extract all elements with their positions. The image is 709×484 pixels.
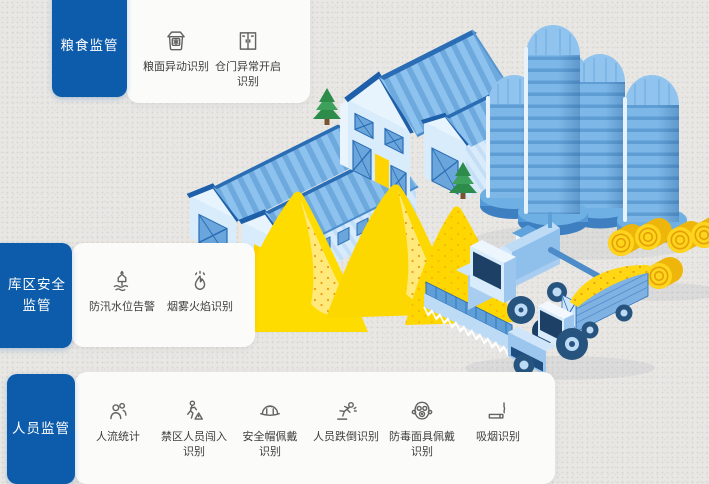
pine-tree [449,162,477,199]
feature-people-flow[interactable]: 人流统计 [80,398,156,445]
feature-restricted-intrusion[interactable]: 禁区人员闯入 识别 [156,398,232,461]
combine-harvester [423,212,619,357]
feature-helmet-wearing[interactable]: 安全帽佩戴 识别 [232,398,308,461]
feature-label: 防毒面具佩戴 识别 [389,431,455,459]
card-personnel-monitoring: 人流统计 禁区人员闯入 识别 安全帽佩戴 识别 [75,372,555,484]
feature-smoke-flame[interactable]: 烟雾火焰识别 [164,268,236,315]
hay-bales [608,217,709,289]
person-fall-icon [337,401,357,420]
card-grain-monitoring: 粮面异动识别 仓门异常开启 识别 [127,0,310,103]
tab-personnel-monitoring[interactable]: 人员监管 [7,374,75,484]
card-depot-safety-monitoring: 防汛水位告警 烟雾火焰识别 [72,243,255,347]
gas-mask-icon [411,401,433,420]
tab-grain-monitoring[interactable]: 粮食监管 [52,0,127,97]
pine-tree [313,88,341,125]
tab-depot-safety-monitoring[interactable]: 库区安全 监管 [0,243,72,348]
grain-trailer [547,264,651,339]
feature-label: 粮面异动识别 [143,61,209,73]
feature-label: 吸烟识别 [476,431,520,443]
grain-bin-icon [167,31,185,51]
feature-grain-surface-change[interactable]: 粮面异动识别 [140,28,212,75]
smoke-flame-icon [194,270,206,290]
flood-water-level-icon [113,270,129,292]
barn-building [340,29,511,199]
restricted-area-intrusion-icon [187,400,203,420]
tractor [508,301,588,376]
feature-smoking-detect[interactable]: 吸烟识别 [460,398,536,445]
feature-flood-water-level[interactable]: 防汛水位告警 [86,268,158,315]
feature-label: 烟雾火焰识别 [167,301,233,313]
feature-label: 人员跌倒识别 [313,431,379,443]
feature-gas-mask-wearing[interactable]: 防毒面具佩戴 识别 [384,398,460,461]
feature-label: 人流统计 [96,431,140,443]
safety-helmet-icon [260,405,280,417]
warehouse-door-icon [239,32,257,50]
grain-silos [480,25,687,244]
feature-label: 仓门异常开启 识别 [215,61,281,89]
feature-label: 禁区人员闯入 识别 [161,431,227,459]
feature-label: 防汛水位告警 [89,301,155,313]
depot-illustration [186,25,709,380]
feature-person-fall[interactable]: 人员跌倒识别 [308,398,384,445]
smoking-icon [488,402,506,419]
feature-door-abnormal-open[interactable]: 仓门异常开启 识别 [212,28,284,91]
feature-label: 安全帽佩戴 识别 [242,431,298,459]
people-flow-icon [110,402,127,420]
